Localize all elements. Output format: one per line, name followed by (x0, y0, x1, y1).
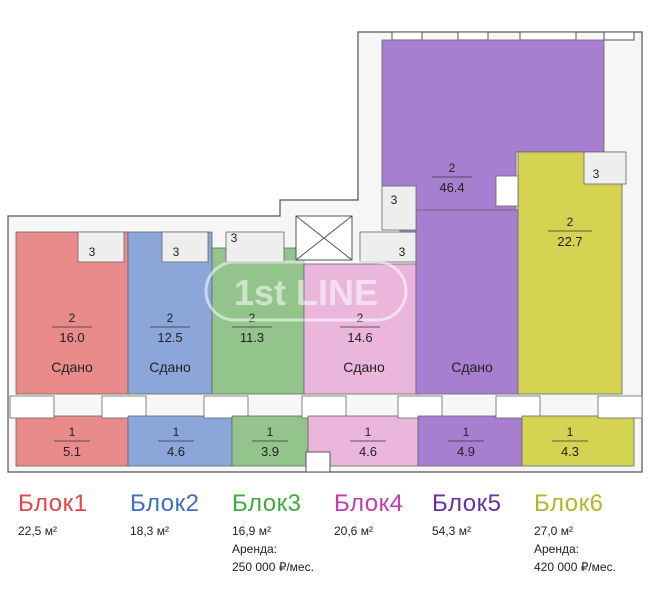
block2-wc-num: 3 (173, 245, 180, 259)
block4-room-upper[interactable] (303, 263, 417, 395)
block3-wc[interactable] (225, 231, 285, 263)
floor-plan: 2 16.0 Сдано 1 5.1 3 2 12.5 Сдано 1 4.6 … (7, 31, 643, 473)
legend-block6: Блок6 27,0 м² Аренда: 420 000 ₽/мес. (534, 490, 664, 574)
block1-wc-num: 3 (89, 245, 96, 259)
block6-room-upper[interactable] (517, 151, 623, 395)
block6-area: 27,0 м² (534, 524, 573, 538)
block1-wc[interactable] (77, 231, 125, 263)
block2-wc[interactable] (161, 231, 209, 263)
block3-lower-num: 1 (267, 425, 274, 439)
block3-upper-area: 11.3 (240, 330, 264, 345)
block1-rooms[interactable] (9, 231, 147, 467)
block4-status: Сдано (343, 359, 385, 375)
block4-name: Блок4 (334, 490, 404, 517)
legend-block1: Блок1 22,5 м² (18, 490, 148, 538)
block5-lower-area: 4.9 (457, 444, 475, 459)
labels-block1: 2 16.0 Сдано 1 5.1 3 (51, 245, 95, 459)
block1-door-gap (9, 395, 55, 419)
block2-upper-area: 12.5 (157, 330, 182, 345)
block3-door-gap (301, 395, 347, 419)
block4-upper-num: 2 (357, 311, 364, 325)
block3-lower-area: 3.9 (261, 444, 279, 459)
block1-lower-area: 5.1 (63, 444, 81, 459)
legend-block3: Блок3 16,9 м² Аренда: 250 000 ₽/мес. (232, 490, 362, 574)
block6-lower-num: 1 (567, 425, 574, 439)
block4-upper-area: 14.6 (347, 330, 372, 345)
labels-block6: 2 22.7 1 4.3 3 (548, 167, 600, 459)
block2-area: 18,3 м² (130, 524, 169, 538)
block1-status: Сдано (51, 359, 93, 375)
block4-lower-num: 1 (365, 425, 372, 439)
block1-area: 22,5 м² (18, 524, 57, 538)
block4-door-gap (397, 395, 443, 419)
block2-upper-num: 2 (167, 311, 174, 325)
block6-rent-label: Аренда: (534, 542, 579, 556)
block6-door-gap-side (495, 175, 519, 207)
block5-lower-num: 1 (463, 425, 470, 439)
block5-wc-num: 3 (391, 193, 398, 207)
block2-name: Блок2 (130, 490, 200, 517)
block6-upper-area: 22.7 (557, 234, 582, 249)
legend-block5: Блок5 54,3 м² (432, 490, 562, 538)
block1-name: Блок1 (18, 490, 88, 517)
block2-lower-area: 4.6 (167, 444, 185, 459)
block6-lower-area: 4.3 (561, 444, 579, 459)
logo-watermark: 1st LINE (204, 260, 408, 322)
block6-upper-num: 2 (567, 215, 574, 229)
logo-text: 1st LINE (234, 272, 378, 313)
block3-rent-value: 250 000 ₽/мес. (232, 560, 314, 574)
block6-wc-num: 3 (593, 167, 600, 181)
block6-name: Блок6 (534, 490, 604, 517)
labels-block3: 2 11.3 1 3.9 3 (231, 231, 288, 459)
block4-lower-area: 4.6 (359, 444, 377, 459)
block3-upper-num: 2 (249, 311, 256, 325)
block6-door-gap (597, 395, 643, 419)
block5-area: 54,3 м² (432, 524, 471, 538)
block1-lower-num: 1 (69, 425, 76, 439)
block2-status: Сдано (149, 359, 191, 375)
legend-block2: Блок2 18,3 м² (130, 490, 260, 538)
block6-wc[interactable] (583, 151, 627, 185)
block4-wc[interactable] (359, 231, 417, 263)
block3-area: 16,9 м² (232, 524, 271, 538)
block1-upper-num: 2 (69, 311, 76, 325)
block4-area: 20,6 м² (334, 524, 373, 538)
stair-shaft (295, 215, 353, 473)
block3-rooms[interactable] (211, 231, 347, 467)
block3-name: Блок3 (232, 490, 302, 517)
block5-name: Блок5 (432, 490, 502, 517)
labels-block5: 2 46.4 Сдано 1 4.9 3 (391, 161, 493, 459)
block5-upper-num: 2 (449, 161, 456, 175)
block5-door-gap (495, 395, 541, 419)
block5-status: Сдано (451, 359, 493, 375)
legend-block4: Блок4 20,6 м² (334, 490, 464, 538)
labels-block4: 2 14.6 Сдано 1 4.6 3 (340, 245, 406, 459)
block2-lower-num: 1 (173, 425, 180, 439)
block2-door-gap (203, 395, 249, 419)
block5-upper-area: 46.4 (439, 180, 464, 195)
block1-door-gap-2 (101, 395, 147, 419)
block5-wc[interactable] (381, 185, 417, 231)
block2-rooms[interactable] (127, 231, 249, 467)
block6-rent-value: 420 000 ₽/мес. (534, 560, 616, 574)
block4-wc-num: 3 (399, 245, 406, 259)
block6-rooms[interactable] (495, 151, 643, 467)
block3-wc-num: 3 (231, 231, 238, 245)
block3-rent-label: Аренда: (232, 542, 277, 556)
block5-room-main[interactable] (415, 209, 521, 395)
block1-upper-area: 16.0 (59, 330, 84, 345)
block5-rooms[interactable] (381, 39, 605, 467)
labels-block2: 2 12.5 Сдано 1 4.6 3 (149, 245, 194, 459)
